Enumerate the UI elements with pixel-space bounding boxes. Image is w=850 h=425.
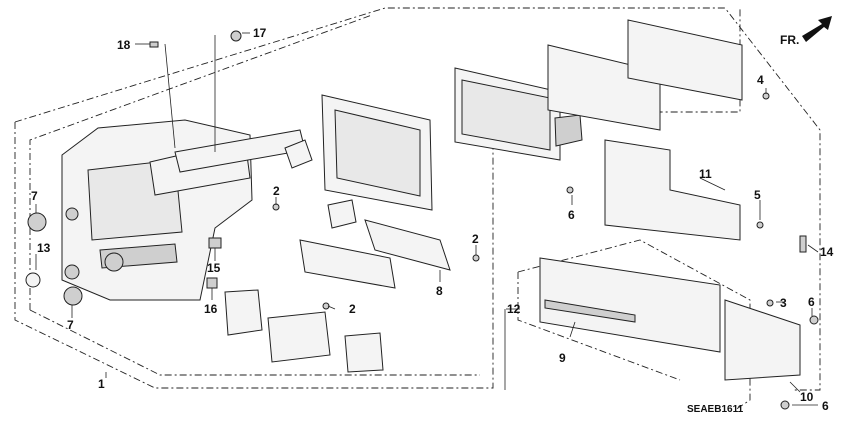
callout-10: 10 [800, 390, 814, 404]
callout-18: 18 [117, 38, 131, 52]
front-direction-indicator: FR. [780, 16, 832, 47]
callout-2: 2 [273, 184, 280, 198]
callout-7: 7 [67, 318, 74, 332]
hinge-bracket [284, 139, 313, 169]
callout-12: 12 [507, 302, 521, 316]
switch-middle [267, 311, 331, 363]
callout-6: 6 [808, 295, 815, 309]
callout-5: 5 [754, 188, 761, 202]
knob-upper [27, 212, 47, 232]
lower-bracket [724, 299, 801, 381]
knob-lower [63, 286, 83, 306]
clip-16 [206, 277, 218, 289]
display-rear-cover [627, 19, 743, 101]
audio-unit [539, 257, 721, 353]
callout-1: 1 [98, 377, 105, 391]
callout-2: 2 [472, 232, 479, 246]
callout-2: 2 [349, 302, 356, 316]
fasteners [149, 30, 819, 410]
clip-15 [208, 237, 222, 249]
callout-17: 17 [253, 26, 267, 40]
harness-bracket [364, 219, 451, 271]
callouts: 1 2 2 2 3 4 5 6 6 6 7 7 8 9 10 11 12 13 … [31, 26, 834, 413]
callout-11: 11 [699, 167, 712, 181]
callout-6: 6 [822, 399, 829, 413]
callout-6: 6 [568, 208, 575, 222]
switch-right [344, 332, 384, 373]
knob-assembly [327, 199, 357, 229]
display-unit [454, 67, 583, 161]
clip-13 [25, 272, 41, 288]
callout-3: 3 [780, 296, 787, 310]
forward-arrow-icon [802, 16, 832, 42]
callout-9: 9 [559, 351, 566, 365]
callout-4: 4 [757, 73, 764, 87]
callout-16: 16 [204, 302, 218, 316]
assembly-boundary [14, 7, 821, 411]
callout-7: 7 [31, 189, 38, 203]
callout-13: 13 [37, 241, 51, 255]
callout-8: 8 [436, 284, 443, 298]
reference-code: SEAEB1611 [687, 404, 744, 415]
callout-15: 15 [207, 261, 221, 275]
direction-label: FR. [780, 33, 799, 47]
navigation-display-frame [321, 94, 433, 211]
side-bracket [604, 139, 741, 241]
switch-left [224, 289, 263, 336]
leader-lines [35, 32, 819, 406]
switch-strip [299, 239, 396, 289]
callout-14: 14 [820, 245, 834, 259]
